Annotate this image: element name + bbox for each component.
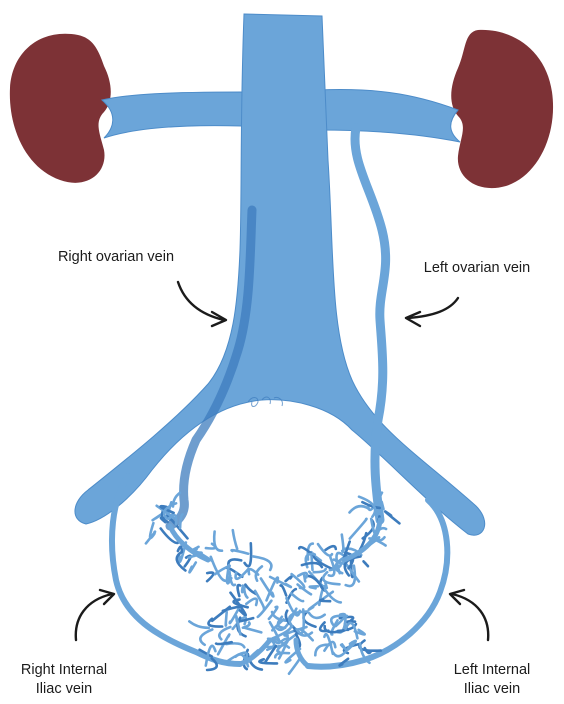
right-internal-iliac-label-line1: Right Internal bbox=[0, 661, 128, 680]
left-ovarian-vein bbox=[355, 128, 386, 520]
plexus-vessel bbox=[178, 547, 182, 551]
left-ovarian-vein-label-text: Left ovarian vein bbox=[402, 259, 552, 278]
plexus-vessel bbox=[382, 502, 384, 509]
plexus-vessel bbox=[216, 642, 232, 644]
left-kidney bbox=[451, 30, 553, 188]
right-ovarian-arrow bbox=[178, 282, 226, 326]
right-renal-vein bbox=[102, 92, 242, 138]
right-ovarian-vein-label: Right ovarian vein bbox=[36, 248, 196, 267]
left-ovarian-vein-label: Left ovarian vein bbox=[402, 259, 552, 278]
plexus-vessel bbox=[286, 576, 292, 581]
plexus-vessel bbox=[304, 575, 305, 581]
right-internal-iliac-vein-label: Right Internal Iliac vein bbox=[0, 661, 128, 699]
plexus-vessel bbox=[323, 572, 339, 584]
plexus-vessel bbox=[341, 644, 345, 648]
plexus-vessel bbox=[291, 593, 303, 601]
plexus-vessel bbox=[320, 600, 330, 602]
plexus-vessel bbox=[189, 621, 209, 627]
plexus-vessel bbox=[314, 569, 326, 572]
plexus-vessel bbox=[244, 627, 262, 632]
plexus-vessel bbox=[214, 532, 222, 551]
plexus-vessel bbox=[150, 523, 154, 538]
right-kidney bbox=[10, 34, 111, 183]
left-internal-iliac-label-line2: Iliac vein bbox=[428, 680, 556, 699]
plexus-vessel bbox=[238, 585, 241, 596]
right-internal-iliac-label-line2: Iliac vein bbox=[0, 680, 128, 699]
plexus-vessel bbox=[385, 511, 399, 523]
plexus-vessel bbox=[189, 563, 195, 573]
plexus-vessel bbox=[233, 530, 237, 549]
plexus-vessel bbox=[359, 641, 380, 651]
plexus-vessel bbox=[309, 613, 325, 618]
left-ovarian-arrow bbox=[406, 298, 458, 326]
left-internal-iliac-label-line1: Left Internal bbox=[428, 661, 556, 680]
plexus-vessel bbox=[364, 561, 368, 566]
plexus-vessel bbox=[310, 586, 318, 588]
left-internal-iliac-vein-label: Left Internal Iliac vein bbox=[428, 661, 556, 699]
plexus-vessel bbox=[281, 585, 287, 595]
left-internal-iliac-arrow bbox=[450, 590, 488, 640]
plexus-vessel bbox=[232, 550, 249, 554]
plexus-vessel bbox=[350, 519, 367, 539]
plexus-vessel bbox=[326, 546, 336, 550]
plexus-vessel bbox=[246, 599, 257, 605]
right-ovarian-vein-label-text: Right ovarian vein bbox=[36, 248, 196, 267]
plexus-vessel bbox=[200, 630, 212, 645]
plexus-vessel bbox=[350, 506, 369, 512]
left-renal-vein bbox=[318, 90, 460, 142]
plexus-vessel bbox=[226, 612, 227, 626]
right-internal-iliac-arrow bbox=[76, 590, 114, 640]
plexus-vessel bbox=[207, 573, 213, 582]
plexus-vessel bbox=[253, 556, 271, 570]
